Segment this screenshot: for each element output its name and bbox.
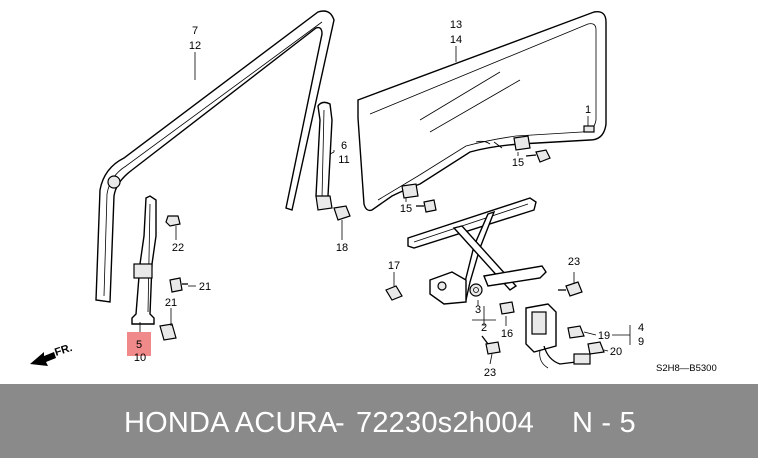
parts-diagram: 7 12 13 14 1 6 11 15 15 22 21 21 5 10 18… [30,10,717,379]
callout-21-lower: 21 [165,297,177,309]
fasteners [159,149,605,355]
front-label: FR. [53,342,74,359]
callout-11: 11 [338,154,349,166]
callout-17: 17 [388,260,400,272]
callout-15-upper: 15 [512,157,524,169]
diagram-position: N - 5 [572,407,636,439]
callout-labels: 7 12 13 14 1 6 11 15 15 22 21 21 5 10 18… [134,19,644,379]
footer-caption: HONDA ACURA - 72230s2h004 N - 5 [0,384,758,458]
callout-18: 18 [336,242,348,254]
footer-separator: - [335,407,345,439]
footer-banner: HONDA ACURA - 72230s2h004 N - 5 [0,384,758,458]
callout-9: 9 [638,336,644,348]
callout-13: 13 [450,19,462,31]
callout-10: 10 [134,352,146,364]
callout-23-upper: 23 [568,256,580,268]
front-direction-indicator: FR. [30,342,74,366]
callout-4: 4 [638,322,644,334]
rear-run-channel [131,195,157,325]
callout-5: 5 [136,339,142,351]
part-highlight [127,332,151,356]
callout-20: 20 [610,346,622,358]
door-glass [357,11,607,212]
callout-7: 7 [192,25,198,37]
callout-15-lower: 15 [400,203,412,215]
callout-3: 3 [475,304,481,316]
callout-21-upper: 21 [199,281,211,293]
leader-lines [139,46,631,365]
callout-23-lower: 23 [484,367,496,379]
part-number: 72230s2h004 [356,407,534,439]
window-motor [525,303,591,369]
front-arrow-icon [30,352,56,366]
callout-2: 2 [481,322,487,334]
callout-19: 19 [598,330,610,342]
callout-14: 14 [450,34,462,46]
front-run-channel [315,101,333,211]
callout-12: 12 [189,40,201,52]
callout-6: 6 [341,140,347,152]
window-regulator [407,197,547,305]
brand-name: HONDA ACURA [124,407,338,439]
door-sash-channel [95,10,335,303]
callout-22: 22 [172,242,184,254]
callout-1: 1 [585,104,591,116]
callout-16: 16 [501,328,513,340]
diagram-code: S2H8—B5300 [656,363,717,374]
